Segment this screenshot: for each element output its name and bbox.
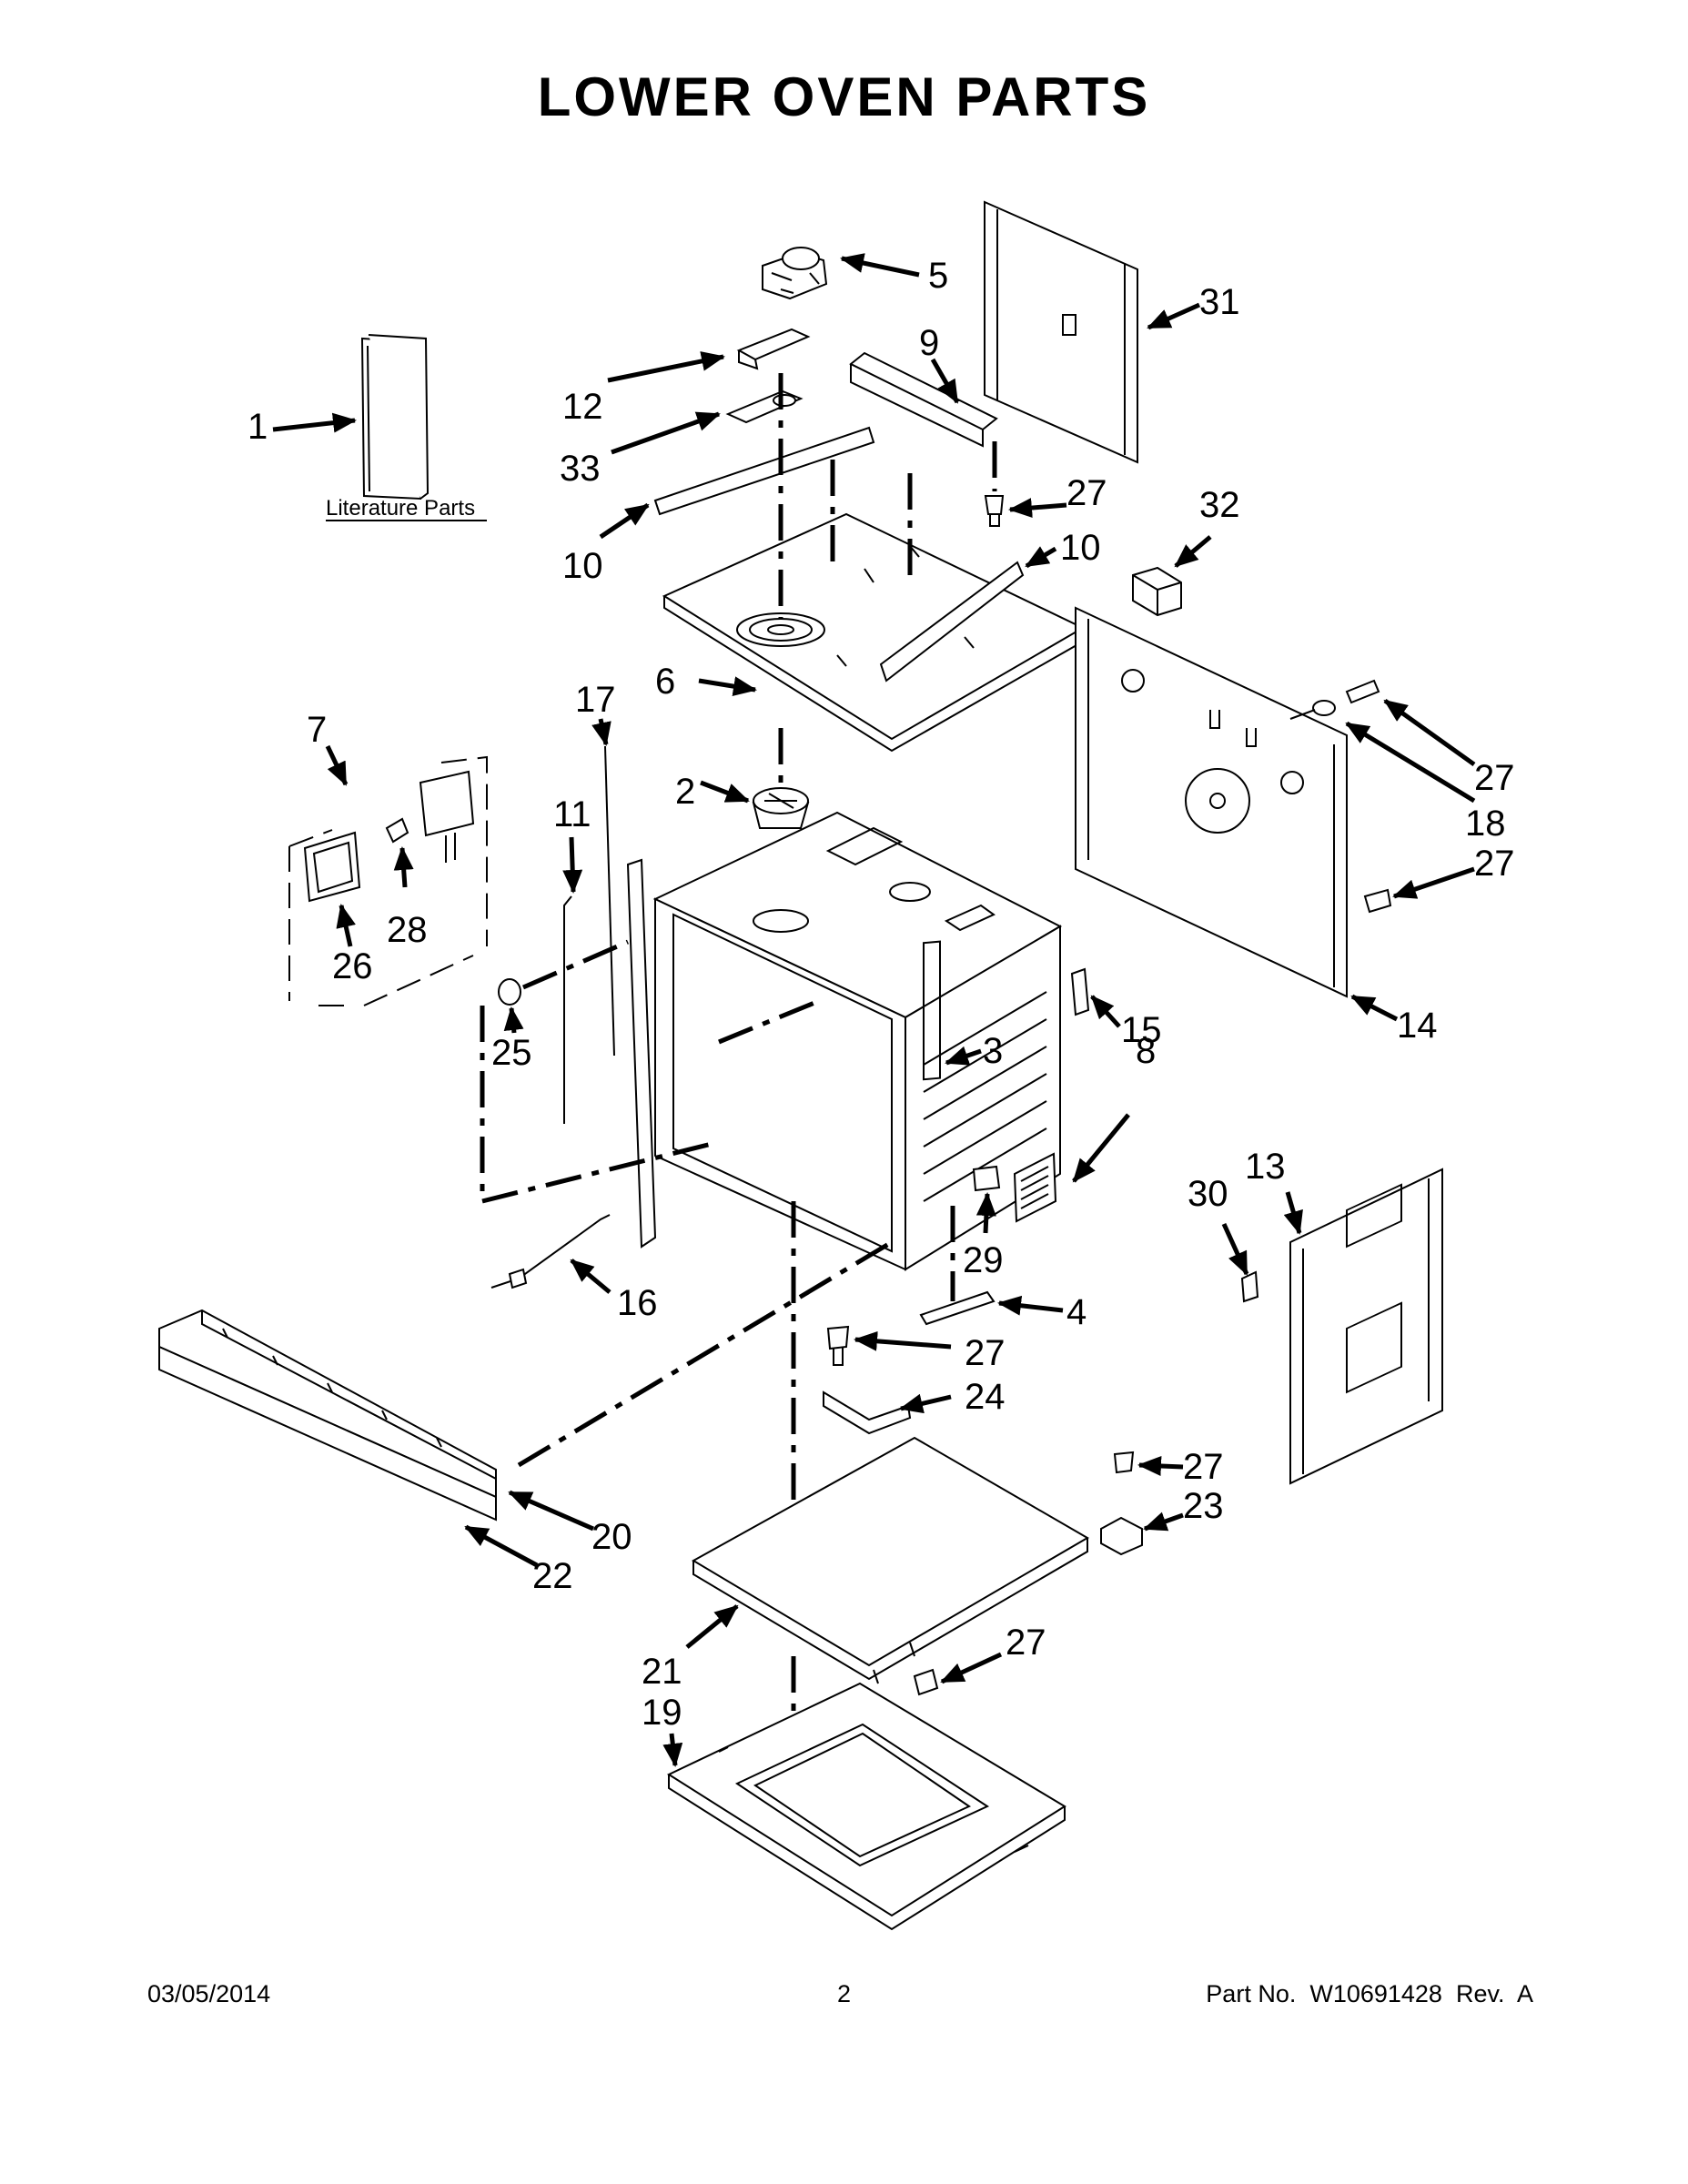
literature-parts-label: Literature Parts (326, 496, 475, 521)
part-27-screw-e (1113, 1451, 1184, 1476)
part-6-top-plate (662, 512, 1086, 753)
callout-14: 14 (1397, 1006, 1438, 1046)
part-5 (762, 247, 920, 300)
part-11-element (562, 836, 583, 1124)
callout-32: 32 (1199, 485, 1240, 525)
part-19-floor-pan (662, 1682, 1066, 1931)
part-33-bracket (611, 389, 804, 455)
part-7-group (288, 744, 488, 1006)
part-8-vent (1013, 1113, 1130, 1223)
part-21-bottom-panel (685, 1436, 1089, 1684)
callout-3: 3 (983, 1031, 1003, 1071)
part-15-hinge (1070, 967, 1121, 1028)
part-10-rail-right (879, 546, 1057, 682)
part-27-screw-d (826, 1325, 952, 1366)
callout-1: 1 (248, 407, 268, 447)
callout-7: 7 (307, 710, 327, 750)
part-31-panel (984, 200, 1201, 464)
part-22-panel (158, 1345, 539, 1568)
part-3-light (945, 1046, 982, 1066)
callout-6: 6 (655, 662, 675, 702)
callout-12: 12 (562, 387, 603, 427)
callout-labels: 1 2 3 4 5 6 7 8 9 10 10 11 12 13 14 15 1… (248, 256, 1515, 1733)
callout-33: 33 (560, 449, 601, 489)
part-30-clip (1221, 1222, 1259, 1303)
callout-13: 13 (1245, 1147, 1286, 1187)
callout-4: 4 (1066, 1292, 1087, 1332)
part-27-screw-b (1345, 679, 1476, 767)
part-9 (849, 351, 998, 448)
callout-31: 31 (1199, 282, 1240, 322)
part-12-bracket (607, 328, 811, 383)
part-27-screw-a (984, 441, 1067, 527)
part-18-clip (1289, 700, 1476, 804)
part-2-fan (700, 728, 810, 829)
callout-27b: 27 (1474, 758, 1515, 798)
part-14-back-panel (1075, 606, 1399, 1022)
callout-5: 5 (928, 256, 948, 296)
page-title: LOWER OVEN PARTS (537, 66, 1151, 127)
callout-23: 23 (1183, 1486, 1224, 1526)
part-24-bracket (823, 1390, 952, 1435)
callout-27e: 27 (1183, 1447, 1224, 1487)
callout-10b: 10 (1060, 528, 1101, 568)
footer-date: 03/05/2014 (147, 1980, 271, 2007)
part-1-literature: Literature Parts (272, 334, 487, 521)
part-4-bracket (919, 1206, 1064, 1326)
callout-22: 22 (532, 1556, 573, 1596)
footer-page-number: 2 (836, 1980, 852, 2007)
part-16-probe (490, 1214, 612, 1294)
callout-8: 8 (1136, 1031, 1156, 1071)
callout-2: 2 (675, 772, 695, 812)
part-23-bracket (1100, 1512, 1184, 1556)
callout-28: 28 (387, 910, 428, 950)
part-20-panel (158, 1309, 594, 1532)
part-10-rail-left (599, 426, 875, 540)
callout-27f: 27 (1006, 1623, 1046, 1663)
callout-15: 15 (1121, 1010, 1162, 1050)
callout-30: 30 (1188, 1174, 1228, 1214)
callout-21: 21 (642, 1652, 682, 1692)
callout-27c: 27 (1474, 844, 1515, 884)
part-13-side-panel (1283, 1168, 1443, 1485)
callout-26: 26 (332, 946, 373, 986)
callout-11: 11 (553, 794, 591, 834)
callout-19: 19 (642, 1693, 682, 1733)
callout-27d: 27 (965, 1333, 1006, 1373)
footer-part-number: Part No. W10691428 Rev. A (1206, 1980, 1533, 2007)
callout-29: 29 (963, 1240, 1004, 1280)
part-27-screw-c (1363, 866, 1475, 914)
part-29-knob (972, 1165, 1001, 1234)
callout-27a: 27 (1066, 473, 1107, 513)
callout-9: 9 (919, 323, 939, 363)
callout-25: 25 (491, 1033, 532, 1073)
part-32-box (1132, 535, 1212, 617)
callout-17: 17 (575, 680, 616, 720)
part-17-gasket (591, 718, 615, 1057)
callout-18: 18 (1465, 804, 1506, 844)
callout-24: 24 (965, 1377, 1006, 1417)
part-25-plug (498, 939, 629, 1034)
callout-20: 20 (591, 1517, 632, 1557)
callout-10a: 10 (562, 546, 603, 586)
callout-16: 16 (617, 1283, 658, 1323)
part-27-screw-f (913, 1652, 1003, 1696)
